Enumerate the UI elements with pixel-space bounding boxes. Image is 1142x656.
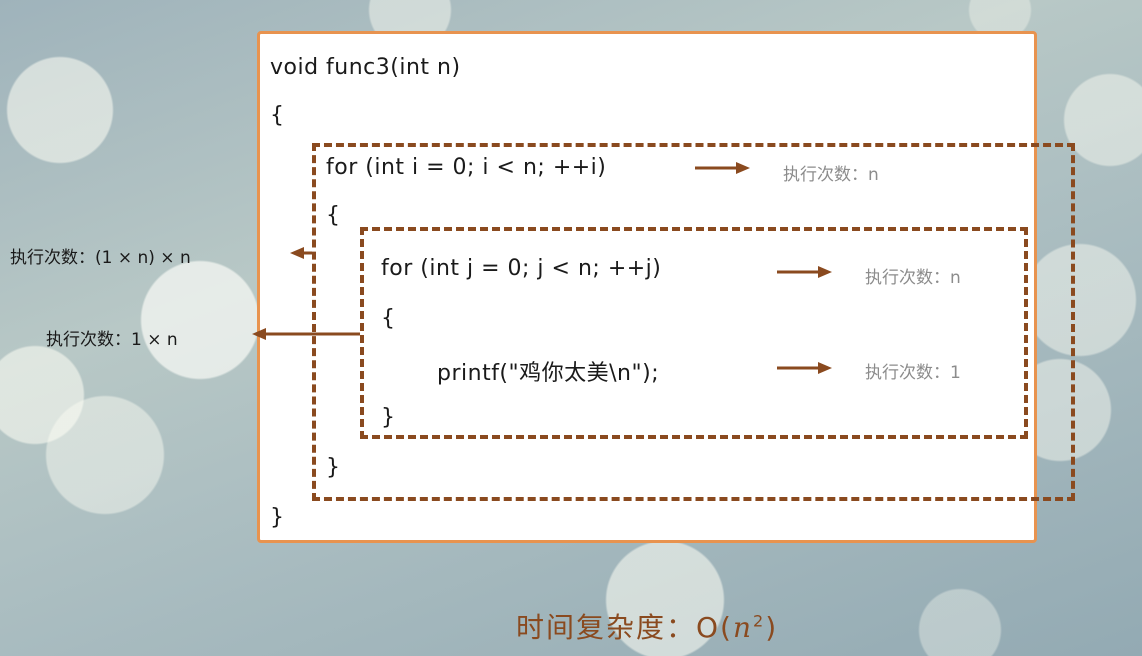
inner-body-arrow <box>252 328 360 340</box>
printf-statement: printf("鸡你太美\n"); <box>437 361 660 386</box>
inner-close-brace: } <box>381 405 396 430</box>
outer-body-arrow <box>290 247 312 259</box>
outer-for-arrow <box>695 162 750 174</box>
function-open-brace: { <box>270 103 285 128</box>
outer-open-brace: { <box>326 203 341 228</box>
time-complexity-label: 时间复杂度： <box>516 611 697 644</box>
code-frame <box>257 31 1037 543</box>
inner-for-arrow <box>777 266 832 278</box>
complexity-suffix: ) <box>765 611 779 644</box>
outer-loop-box <box>312 143 1075 501</box>
complexity-prefix: O( <box>696 611 733 644</box>
outer-for-statement: for (int i = 0; i < n; ++i) <box>326 155 607 180</box>
inner-for-count: 执行次数：n <box>865 268 961 288</box>
inner-for-statement: for (int j = 0; j < n; ++j) <box>381 256 662 281</box>
printf-count: 执行次数：1 <box>865 363 961 383</box>
complexity-variable: n <box>732 611 754 644</box>
outer-body-count: 执行次数：(1 × n) × n <box>10 248 191 268</box>
outer-close-brace: } <box>326 455 341 480</box>
printf-arrow <box>777 362 832 374</box>
function-signature: void func3(int n) <box>270 55 461 80</box>
outer-for-count: 执行次数：n <box>783 165 879 185</box>
inner-body-count: 执行次数：1 × n <box>46 330 178 350</box>
inner-loop-box <box>360 227 1028 439</box>
inner-open-brace: { <box>381 306 396 331</box>
time-complexity: 时间复杂度：O(n2) <box>516 606 778 646</box>
function-close-brace: } <box>270 505 285 530</box>
complexity-exponent: 2 <box>753 611 766 631</box>
